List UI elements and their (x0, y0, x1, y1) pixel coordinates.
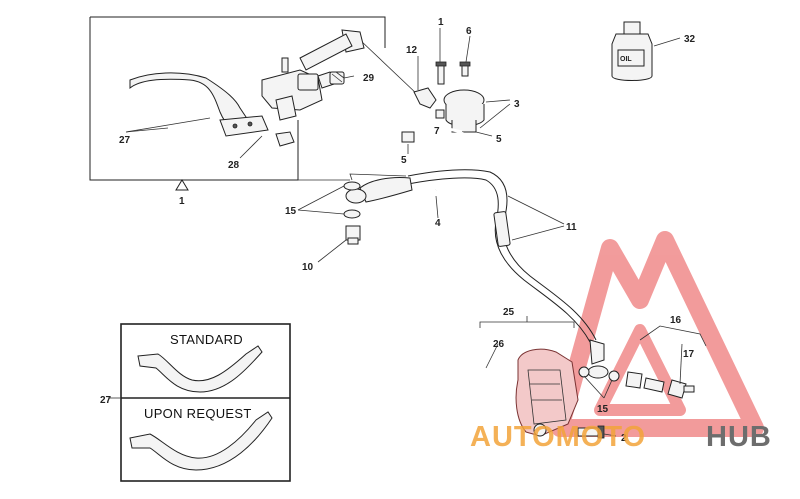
banjo-bolt-10 (345, 225, 361, 245)
caliper-bolt-2 (577, 425, 605, 439)
screw-6 (459, 61, 471, 77)
adjuster-29 (329, 71, 345, 85)
callout-17: 17 (683, 349, 695, 360)
banjo-fitting-top (345, 177, 413, 204)
watermark-logo (551, 231, 764, 437)
callout-1-top: 1 (438, 17, 444, 28)
callout-1-box: 1 (179, 196, 185, 207)
callout-5-left: 5 (401, 155, 407, 166)
callout-29: 29 (363, 73, 375, 84)
standard-label: STANDARD (170, 332, 243, 347)
watermark-text-orange: AUTOMOTO (470, 421, 646, 453)
callout-15-lower: 15 (597, 404, 609, 415)
callout-2: 2 (621, 433, 627, 444)
callout-25: 25 (503, 307, 515, 318)
bleeder-valve (625, 371, 695, 399)
fluid-reservoir (443, 89, 485, 133)
oil-bottle (611, 21, 653, 81)
callout-6: 6 (466, 26, 472, 37)
standard-lever-drawing (137, 345, 263, 393)
callout-10: 10 (302, 262, 314, 273)
callout-11: 11 (566, 222, 577, 233)
callout-5-right: 5 (496, 134, 502, 145)
upon-request-label: UPON REQUEST (144, 406, 252, 421)
callout-12: 12 (406, 45, 418, 56)
callout-4: 4 (435, 218, 441, 229)
bottle-label: OIL (620, 56, 632, 63)
lever-assembly-frame (89, 16, 386, 181)
callout-16: 16 (670, 315, 682, 326)
callout-7: 7 (434, 126, 440, 137)
callout-26: 26 (493, 339, 505, 350)
callout-27-inset: 27 (100, 395, 112, 406)
callout-15-upper: 15 (285, 206, 297, 217)
callout-27-box: 27 (119, 135, 131, 146)
callouts: 1 1 2 3 4 5 5 6 7 10 11 12 15 15 16 17 2… (100, 17, 696, 444)
callout-3: 3 (514, 99, 520, 110)
reservoir-hose (401, 126, 464, 192)
screw-1 (435, 61, 447, 85)
lever-pin-28 (275, 131, 295, 147)
callout-28: 28 (228, 160, 240, 171)
brake-lever (129, 72, 269, 137)
brake-line (407, 169, 597, 343)
master-cylinder-body (261, 29, 365, 121)
leader-lines (125, 28, 707, 437)
upon-request-lever-drawing (129, 411, 273, 471)
reservoir-bracket (413, 87, 445, 119)
lever-options-box: STANDARD UPON REQUEST (108, 323, 291, 482)
caliper-banjo-fitting (578, 339, 620, 382)
callout-32: 32 (684, 34, 696, 45)
brake-caliper (515, 348, 579, 437)
watermark-text-grey: HUB (706, 421, 772, 453)
